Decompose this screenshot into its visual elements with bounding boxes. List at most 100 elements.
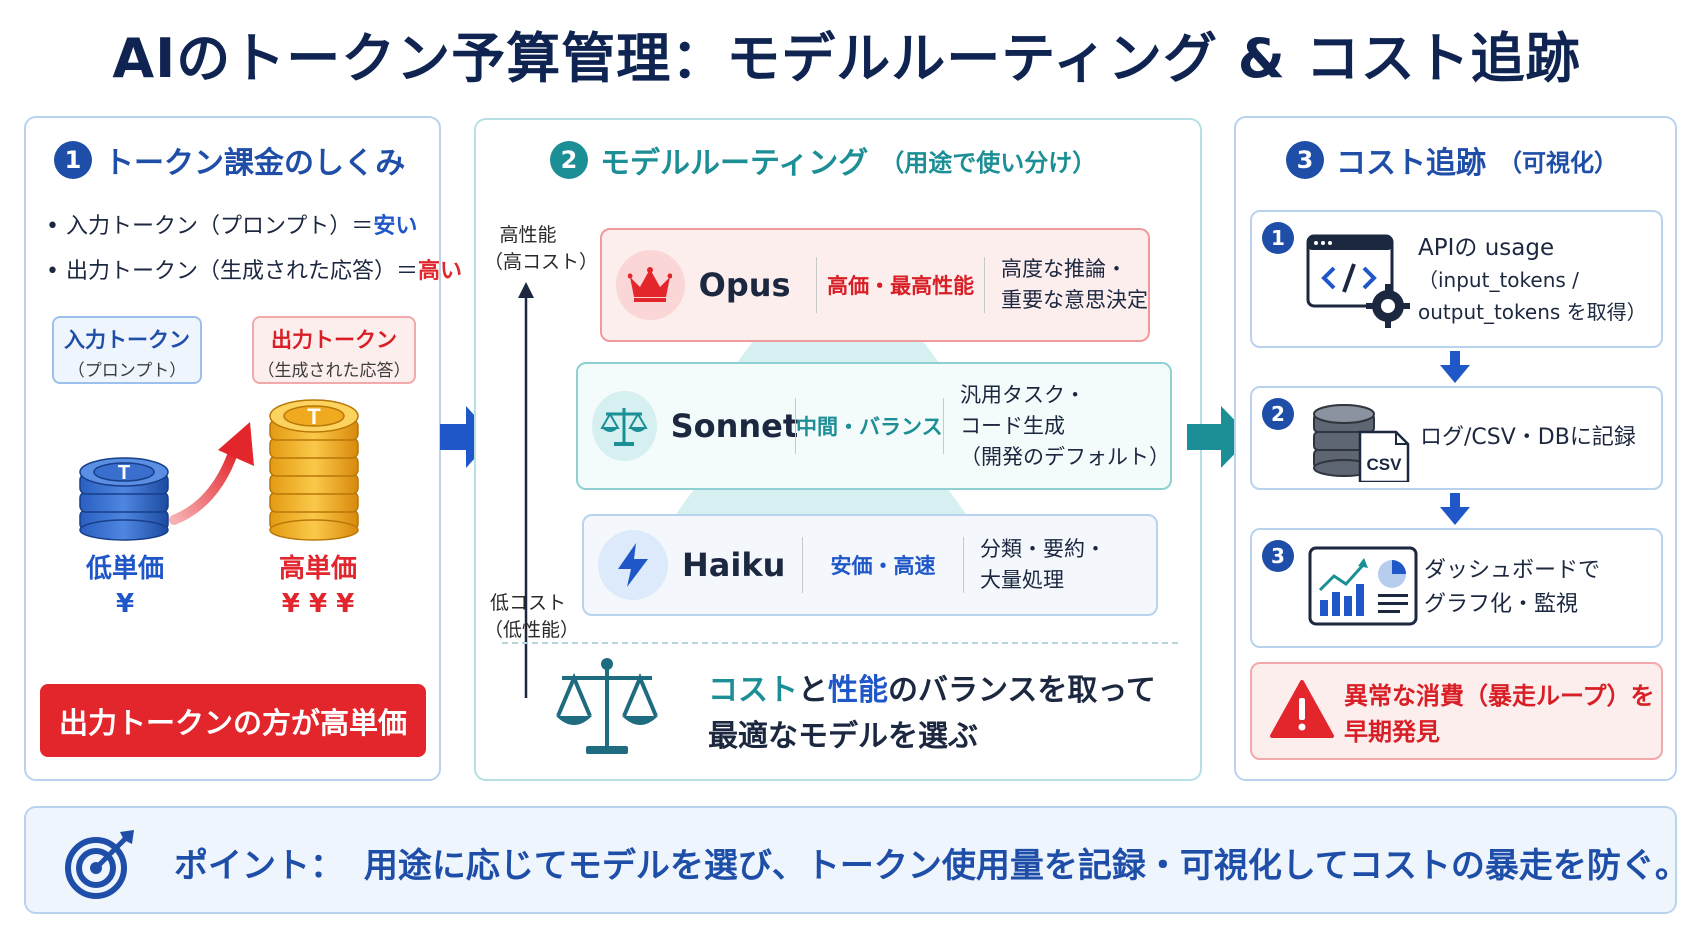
axis-top-label: 高性能 （高コスト） [484,220,598,274]
anomaly-alert: 異常な消費（暴走ループ）を 早期発見 [1250,662,1663,760]
routing-summary-line1: コストと性能のバランスを取って [708,668,1156,714]
divider [794,398,796,454]
warning-icon [1270,680,1334,738]
step-api-usage: 1 APIの usage （input_tokens / output_toke… [1250,210,1663,348]
axis-top-line1: 高性能 [499,224,557,246]
divider [963,537,964,593]
csv-file-label: CSV [1367,455,1403,474]
alert-text: 異常な消費（暴走ループ）を 早期発見 [1344,678,1655,750]
bullet-output-highlight: 高い [417,259,462,284]
increase-arrow-icon [169,422,254,525]
panel3-number: 3 [1286,141,1324,179]
low-price-yen: ¥ [115,589,135,619]
dashboard-chart-icon [1308,546,1418,626]
output-token-tag: 出力トークン （生成された応答） [252,316,416,384]
axis-bottom-line2: （低性能） [484,619,580,641]
footer-message: 用途に応じてモデルを選び、トークン使用量を記録・可視化してコストの暴走を防ぐ。 [363,846,1689,886]
step1-line3: output_tokens を取得） [1418,300,1647,324]
panel1-title: 1 トークン課金のしくみ [54,138,405,182]
divider [802,537,803,593]
step1-line2: （input_tokens / [1418,268,1579,292]
panel3-title: 3 コスト追跡 （可視化） [1286,138,1618,182]
panel-token-billing: 1 トークン課金のしくみ • 入力トークン（プロンプト）＝安い • 出力トークン… [24,116,462,781]
footer-point-banner: ポイント： 用途に応じてモデルを選び、トークン使用量を記録・可視化してコストの暴… [24,806,1689,914]
model-use-haiku-line1: 分類・要約・ [980,537,1106,561]
panel3-subtitle: （可視化） [1498,148,1618,177]
input-token-tag-sub: （プロンプト） [67,361,187,381]
model-name-haiku: Haiku [682,546,786,584]
summary-rest: のバランスを取って [888,673,1156,708]
step3-line1: ダッシュボードで [1424,558,1601,583]
model-desc-sonnet: 中間・バランス [795,415,943,439]
high-price-yen: ¥ ¥ ¥ [281,589,355,619]
step-dashboard: 3 ダッシュボードで グラフ化・監視 [1250,528,1663,648]
model-use-sonnet-line3: （開発のデフォルト） [960,444,1170,469]
panel2-subtitle: （用途で使い分け） [880,148,1097,177]
divider [943,398,944,454]
code-window-gear-icon [1306,234,1410,328]
panel3-title-text: コスト追跡 [1336,146,1486,181]
panel2-number: 2 [550,141,588,179]
lightning-icon [598,530,668,600]
gold-coin-letter: T [307,404,321,429]
axis-bottom-line1: 低コスト [489,592,566,614]
step2-text: ログ/CSV・DBに記録 [1420,425,1636,450]
panel1-title-text: トークン課金のしくみ [104,146,406,181]
model-use-haiku: 分類・要約・ 大量処理 [980,534,1106,596]
model-card-opus: Opus 高価・最高性能 高度な推論・ 重要な意思決定 [600,228,1150,342]
bullet-output: • 出力トークン（生成された応答）＝高い [46,253,462,285]
axis-bottom-label: 低コスト （低性能） [484,588,580,642]
input-token-tag: 入力トークン （プロンプト） [52,316,202,384]
down-arrow-icon [1440,351,1470,383]
axis-arrow-icon [518,282,534,698]
model-card-haiku: Haiku 安価・高速 分類・要約・ 大量処理 [582,514,1158,616]
model-use-sonnet-line1: 汎用タスク・ [960,382,1086,407]
step-log-record: 2 CSV ログ/CSV・DBに記録 [1250,386,1663,490]
dashed-divider [502,642,1178,644]
panel-cost-tracking: 3 コスト追跡 （可視化） 1 APIの usage （input_tokens… [1234,116,1677,781]
step1-text: APIの usage （input_tokens / output_tokens… [1418,232,1647,328]
model-use-opus-line2: 重要な意思決定 [1001,288,1148,312]
routing-summary: コストと性能のバランスを取って 最適なモデルを選ぶ [708,668,1156,760]
step3-number: 3 [1262,540,1294,572]
page-title: AIのトークン予算管理：モデルルーティング & コスト追跡 [112,27,1581,90]
down-arrow-icon [1440,493,1470,525]
step2-number: 2 [1262,398,1294,430]
step3-line2: グラフ化・監視 [1424,592,1579,617]
step1-line1: APIの usage [1418,235,1555,261]
panel-model-routing: 2 モデルルーティング （用途で使い分け） 高性能 （高コスト） 低コスト （低… [474,118,1202,781]
flow-arrow-1-icon [440,406,494,468]
model-use-haiku-line2: 大量処理 [980,568,1064,592]
step3-text: ダッシュボードで グラフ化・監視 [1424,554,1600,622]
model-use-opus-line1: 高度な推論・ [1001,257,1127,281]
low-price-text: 低単価 [85,554,164,584]
blue-coin-letter: T [118,462,130,484]
database-csv-icon: CSV [1313,404,1410,482]
model-use-sonnet: 汎用タスク・ コード生成 （開発のデフォルト） [960,380,1170,473]
gold-coin-stack-icon: T [269,399,359,541]
blue-coin-stack-icon: T [79,457,169,541]
step1-number: 1 [1262,222,1294,254]
bullet-input-highlight: 安い [373,214,418,239]
scale-icon [556,658,658,754]
summary-to: と [798,673,828,708]
model-use-opus: 高度な推論・ 重要な意思決定 [1001,254,1148,316]
tier-connector-2 [676,490,966,514]
model-name-opus: Opus [698,266,791,304]
alert-line1: 異常な消費（暴走ループ）を [1344,682,1655,710]
alert-line2: 早期発見 [1344,718,1440,746]
output-token-tag-label: 出力トークン [271,328,397,352]
panel2-title-text: モデルルーティング [600,146,869,181]
model-card-sonnet: Sonnet 中間・バランス 汎用タスク・ コード生成 （開発のデフォルト） [576,362,1172,490]
divider [816,257,818,313]
summary-performance: 性能 [828,673,888,708]
crown-icon [616,250,685,320]
balance-icon [592,391,657,461]
model-use-sonnet-line2: コード生成 [960,413,1065,438]
output-token-tag-sub: （生成された応答） [257,361,411,381]
panel2-title: 2 モデルルーティング （用途で使い分け） [550,138,1096,182]
model-desc-opus: 高価・最高性能 [827,274,975,298]
high-price-text: 高単価 [278,554,357,584]
bullet-input: • 入力トークン（プロンプト）＝安い [46,208,417,240]
target-icon [65,830,134,899]
